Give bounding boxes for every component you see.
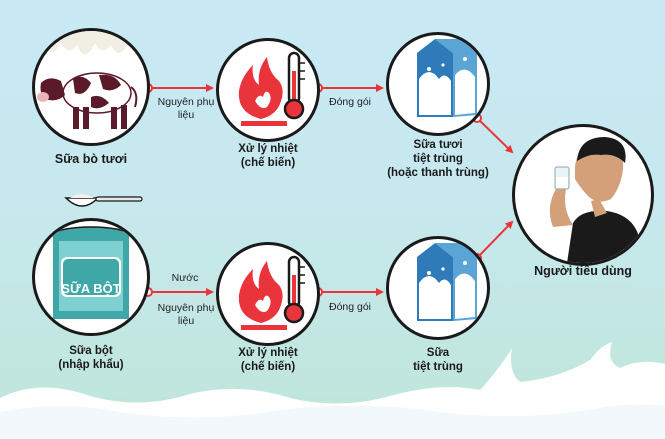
cow-label: Sữa bò tươi [54,152,128,166]
row2-water-label: Nước [171,272,199,284]
consumer-node [512,124,654,266]
scoop-icon [64,188,144,214]
process1-label: Xử lý nhiệt (chế biến) [216,142,320,170]
heat-treatment-icon [238,51,305,126]
row2-edge1-line1: Nguyên phụ [157,302,215,314]
cow-node [32,28,150,146]
row2-edge1-label: Nguyên phụ liệu [148,302,224,328]
consumer-label: Người tiêu dùng [534,264,632,278]
arrow-product2-to-consumer [476,220,514,259]
process1-line1: Xử lý nhiệt [238,143,298,155]
product1-line2: tiệt trùng [413,153,463,165]
product1-line3: (hoặc thanh trùng) [387,167,489,179]
process2-node [216,242,320,346]
product1-node [386,32,490,136]
process1-line2: (chế biến) [240,157,296,169]
process1-node [216,38,320,142]
row2-edge1-line2: liệu [177,315,195,327]
can-text: SỮA BỘT [61,281,121,296]
milk-carton-icon [417,39,477,117]
row1-edge1-line2: liệu [177,109,195,121]
heat-treatment-icon [238,255,305,330]
process2-label: Xử lý nhiệt (chế biến) [216,346,320,374]
milk-splash-icon [0,342,665,439]
row1-edge1-line1: Nguyên phụ [157,96,215,108]
process2-line1: Xử lý nhiệt [238,347,298,359]
product1-label: Sữa tươi tiệt trùng (hoặc thanh trùng) [370,138,506,180]
row2-edge2-label: Đóng gói [328,301,372,313]
process2-line2: (chế biến) [240,361,296,373]
person-drinking-icon [549,137,641,263]
arrow-product1-to-consumer [476,117,514,154]
row1-edge2-label: Đóng gói [328,96,372,108]
product2-line2: tiệt trùng [413,361,463,373]
product1-line1: Sữa tươi [413,139,463,151]
product2-line1: Sữa [426,347,450,359]
cow-icon [35,31,147,129]
product2-label: Sữa tiệt trùng [386,346,490,374]
powder-label: Sữa bột (nhập khẩu) [32,344,150,372]
powder-line1: Sữa bột [69,345,113,357]
powder-line2: (nhập khẩu) [58,359,124,371]
powder-node: SỮA BỘT [32,218,150,336]
row1-edge1-label: Nguyên phụ liệu [148,96,224,122]
milk-carton-icon [417,243,477,321]
product2-node [386,236,490,340]
milk-powder-can-icon [52,226,130,319]
